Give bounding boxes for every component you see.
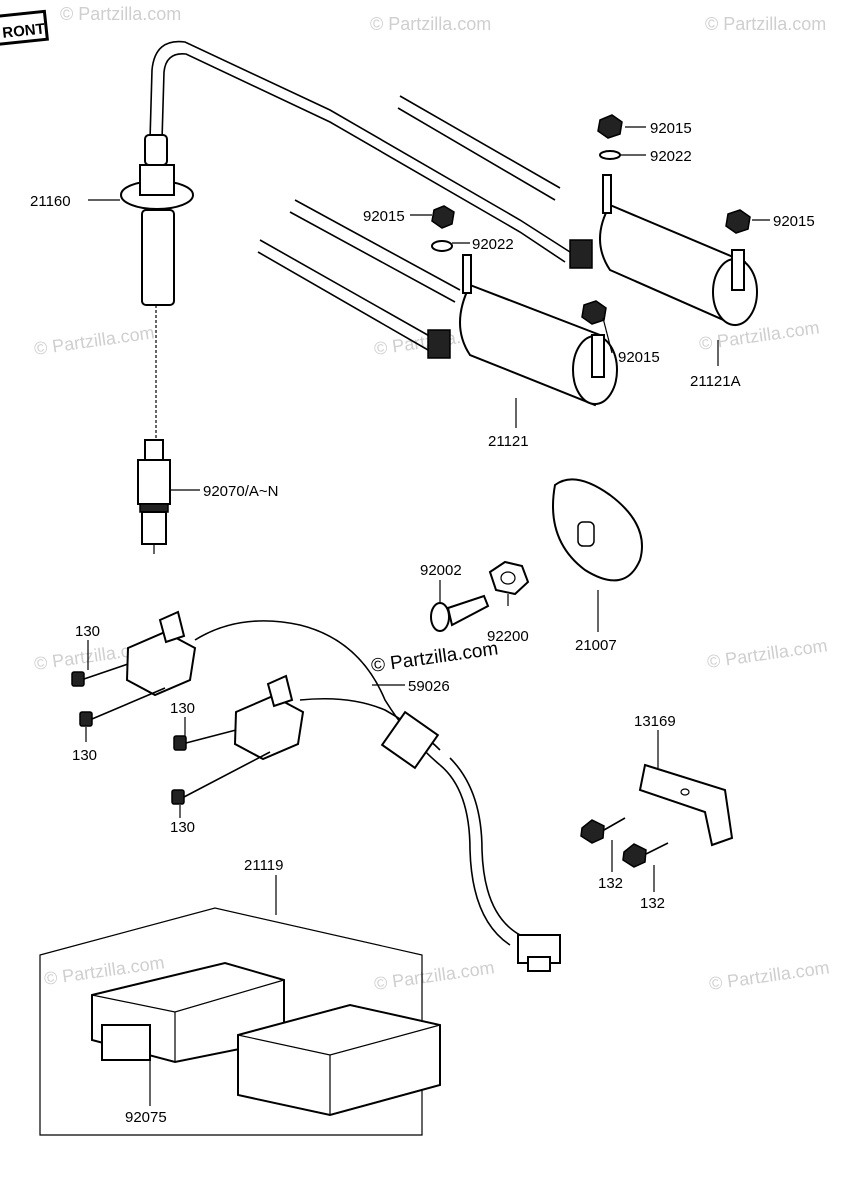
bolt-132 [580, 817, 626, 844]
pickup-plate-21007 [552, 478, 643, 582]
spark-plug-92070 [137, 439, 171, 554]
label-92200: 92200 [487, 628, 529, 645]
spark-plug-cap-21160 [120, 40, 571, 440]
part-labels: 21160 92015 92022 92015 92022 92015 9201… [30, 120, 815, 1126]
label-92002: 92002 [420, 562, 462, 579]
screw-130 [171, 751, 271, 805]
label-92015: 92015 [773, 213, 815, 230]
label-92075: 92075 [125, 1109, 167, 1126]
watermark: © Partzilla.com [33, 322, 156, 359]
watermark: © Partzilla.com [373, 957, 496, 994]
screw-130 [71, 663, 129, 687]
label-92015: 92015 [618, 349, 660, 366]
label-92015: 92015 [650, 120, 692, 137]
ignition-coil-21121 [257, 199, 618, 407]
label-21121: 21121 [488, 433, 529, 450]
screw-130 [173, 729, 237, 751]
ignition-coil-21121A [397, 95, 758, 327]
watermark-dark: © Partzilla.com [370, 638, 500, 677]
pulser-coil-1 [125, 610, 197, 697]
nut-92015 [431, 205, 455, 229]
label-132: 132 [598, 875, 623, 892]
wire-harness-59026 [194, 620, 561, 972]
washer-92022 [599, 150, 621, 160]
watermark: © Partzilla.com [370, 14, 491, 34]
label-132: 132 [640, 895, 665, 912]
label-21007: 21007 [575, 637, 617, 654]
pulser-coil-2 [233, 674, 305, 761]
bolt-132 [622, 842, 669, 868]
front-badge: RONT [0, 9, 49, 47]
label-130: 130 [72, 747, 97, 764]
nut-92200 [488, 560, 530, 596]
igniter-box-21119 [39, 907, 441, 1136]
watermark: © Partzilla.com [705, 14, 826, 34]
bolt-92002 [430, 594, 490, 632]
label-92022: 92022 [650, 148, 692, 165]
label-13169: 13169 [634, 713, 676, 730]
label-130: 130 [75, 623, 100, 640]
washer-92022 [431, 240, 453, 252]
label-130: 130 [170, 700, 195, 717]
label-92022: 92022 [472, 236, 514, 253]
bracket-13169 [638, 763, 734, 847]
label-92070: 92070/A~N [203, 483, 278, 500]
leader-lines [85, 126, 770, 1106]
nut-92015 [597, 114, 623, 139]
label-59026: 59026 [408, 678, 450, 695]
label-21121A: 21121A [690, 373, 741, 390]
label-21119: 21119 [244, 857, 284, 874]
watermark: © Partzilla.com [706, 635, 829, 672]
front-badge-text: RONT [2, 20, 46, 41]
nut-92015 [581, 300, 607, 325]
label-130: 130 [170, 819, 195, 836]
nut-92015 [725, 209, 751, 234]
label-92015: 92015 [363, 208, 405, 225]
watermark: © Partzilla.com [60, 4, 181, 24]
label-21160: 21160 [30, 193, 71, 210]
screw-130 [79, 687, 166, 727]
watermark: © Partzilla.com [698, 317, 821, 354]
watermark: © Partzilla.com [708, 957, 831, 994]
